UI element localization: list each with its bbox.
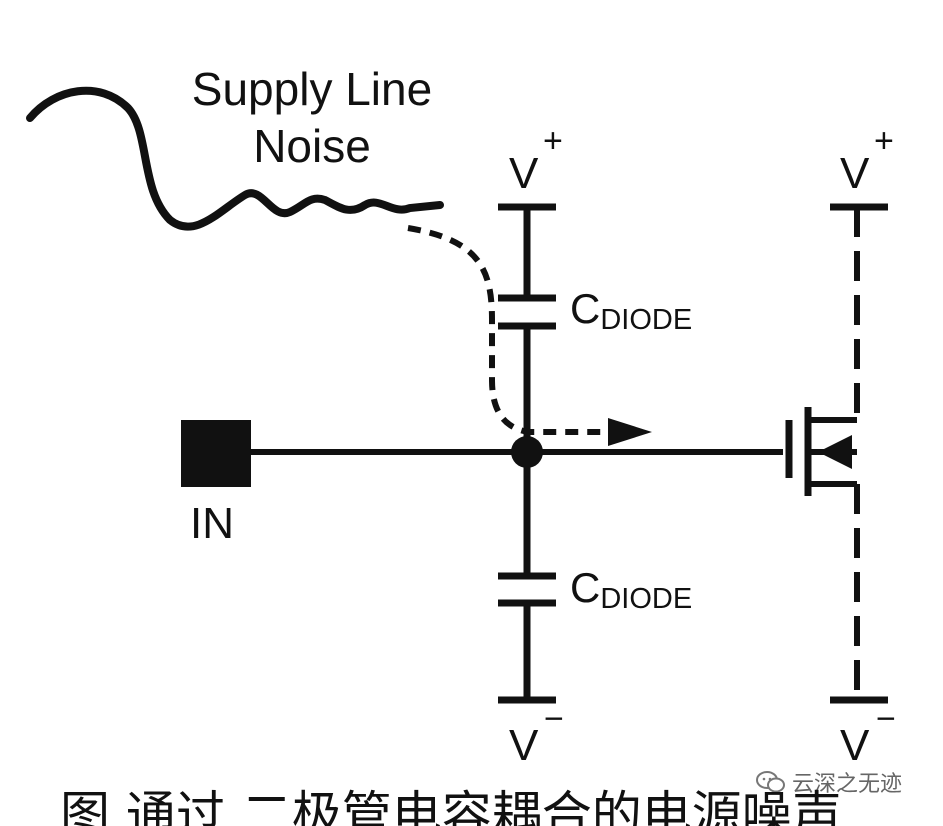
vminus-left-sup: − [544, 700, 564, 738]
lower-cap-label: CDIODE [570, 564, 692, 615]
input-pad [181, 420, 251, 487]
supply-noise-wave [26, 86, 444, 231]
vminus-left-label: V [509, 721, 539, 770]
vplus-left-label: V [509, 149, 539, 198]
upper-cap-label-main: C [570, 285, 600, 332]
watermark-text: 云深之无迹 [792, 772, 903, 797]
watermark: 云深之无迹 [756, 768, 903, 797]
vplus-left-sup: + [543, 122, 563, 160]
vminus-right-label: V [840, 721, 870, 770]
input-label: IN [190, 499, 234, 548]
noise-label-line2: Noise [253, 120, 371, 172]
vminus-right-sup: − [876, 700, 896, 738]
noise-coupling-path [407, 225, 610, 435]
wechat-icon [756, 771, 785, 793]
mosfet-arrow [818, 435, 852, 469]
lower-cap-label-sub: DIODE [600, 583, 692, 615]
figure-caption: 图 通过 二极管电容耦合的电源噪声 [60, 786, 842, 826]
vplus-right-label: V [840, 149, 870, 198]
upper-cap-label-sub: DIODE [600, 304, 692, 336]
coupling-arrow-head [608, 418, 652, 446]
lower-cap-label-main: C [570, 564, 600, 611]
vplus-right-sup: + [874, 122, 894, 160]
upper-cap-label: CDIODE [570, 285, 692, 336]
noise-label-line1: Supply Line [192, 63, 432, 115]
